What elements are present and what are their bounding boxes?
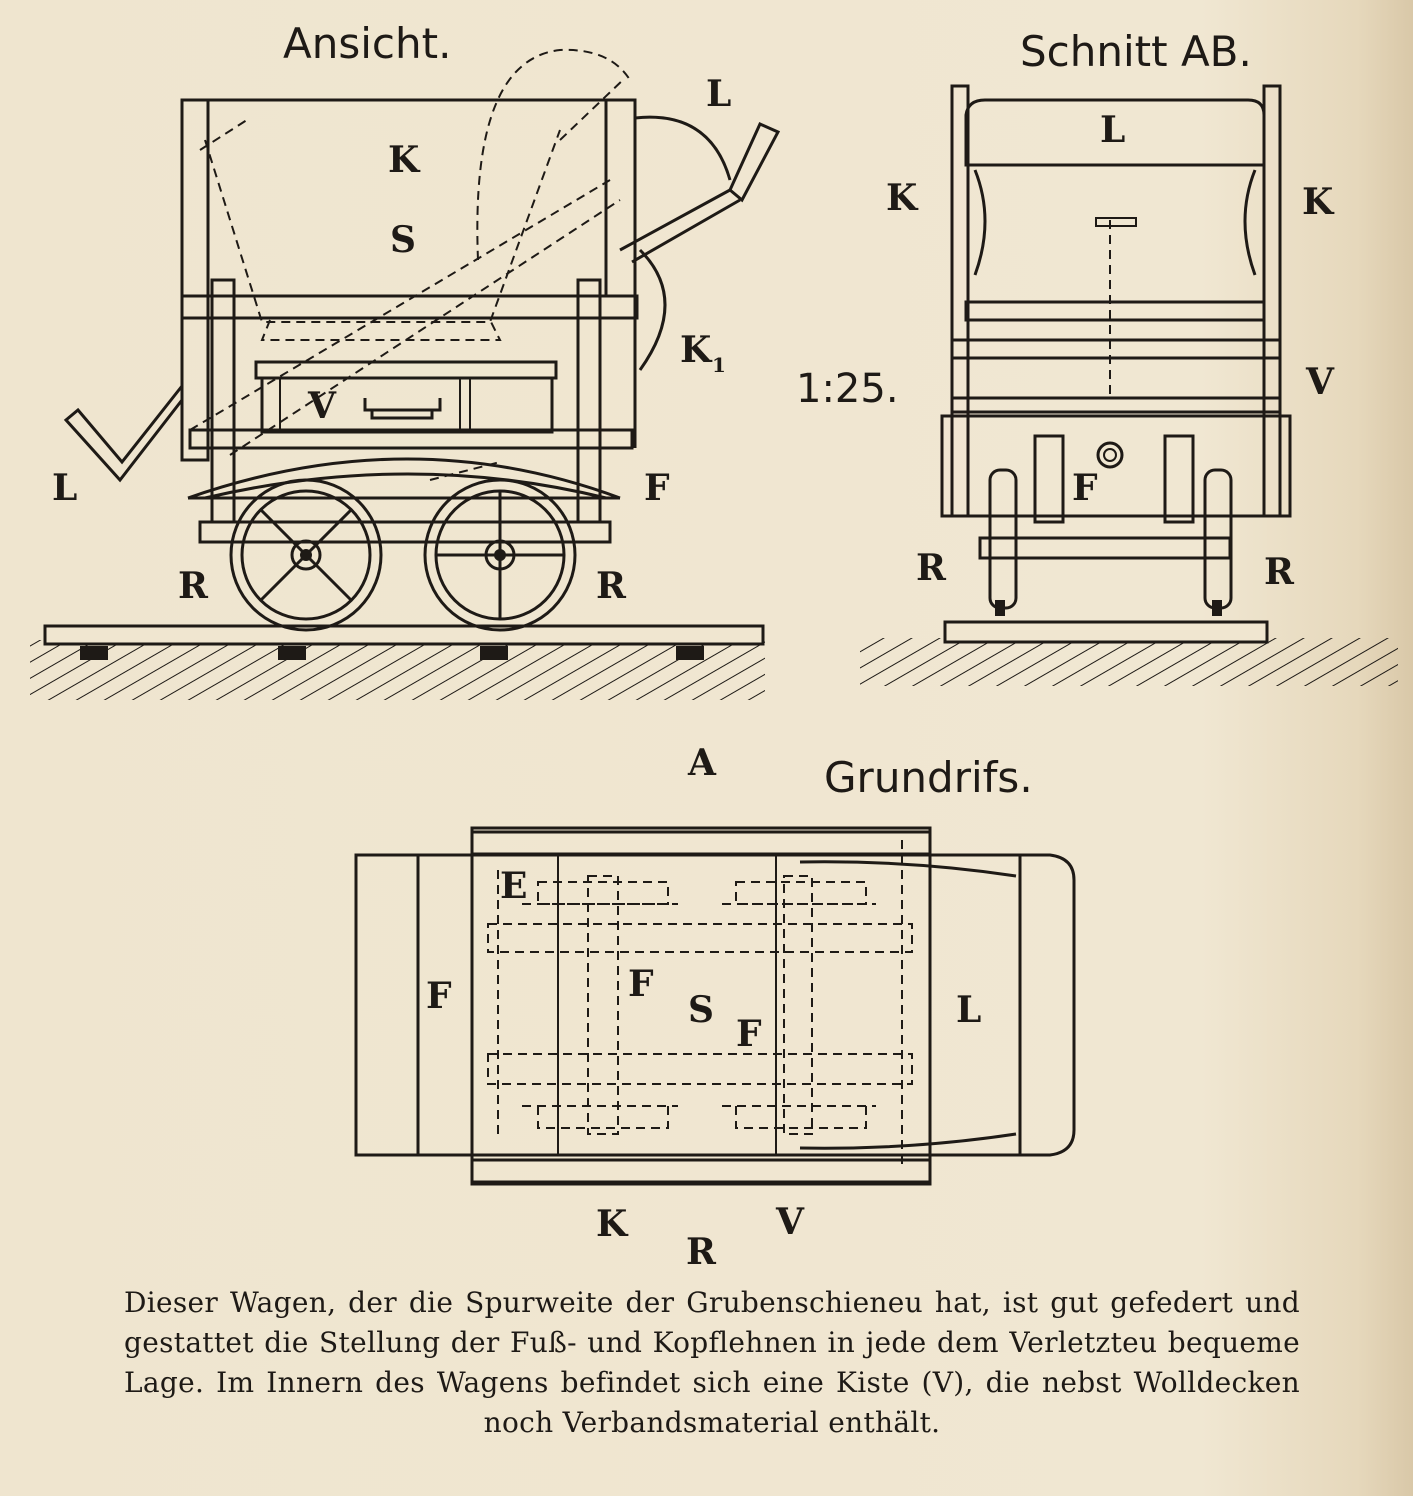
chassis-frame	[198, 520, 612, 544]
section-side-curtains	[973, 169, 1257, 276]
side-label-S: S	[390, 219, 416, 261]
side-view-title: Ansicht.	[283, 19, 451, 68]
head-rest	[728, 122, 781, 203]
plan-view-title: Grundrifs.	[824, 753, 1033, 802]
plan-label-L: L	[956, 989, 981, 1031]
plan-view: A Grundrifs. E F F S F L K R V	[354, 742, 1076, 1273]
section-label-R-left: R	[916, 547, 947, 589]
foot-rest	[63, 385, 184, 483]
side-label-V: V	[307, 385, 337, 427]
head-rest-arm	[619, 188, 741, 264]
sleepers	[80, 646, 704, 660]
dashed-inner-frame	[204, 129, 561, 323]
side-label-F: F	[644, 467, 670, 509]
plan-label-F-mid2: F	[736, 1013, 762, 1055]
side-post-right	[576, 278, 602, 524]
section-head-rest	[964, 98, 1266, 167]
section-label-K-right: K	[1302, 181, 1335, 223]
plan-frame	[470, 826, 932, 1186]
wheel-right	[423, 478, 577, 632]
section-ground-hatching	[860, 638, 1398, 686]
plan-label-F-mid1: F	[628, 963, 654, 1005]
section-label-K-left: K	[886, 177, 919, 219]
section-view: Schnitt AB. L K K V F R R	[860, 27, 1398, 686]
section-label-F: F	[1072, 467, 1098, 509]
section-view-title: Schnitt AB.	[1020, 27, 1252, 76]
plan-label-S: S	[688, 989, 714, 1031]
leaf-spring-lower	[204, 472, 607, 500]
plan-label-F-left: F	[426, 975, 452, 1017]
side-post-left	[210, 278, 236, 524]
plan-axle-rear	[487, 1053, 913, 1085]
plan-stretcher	[354, 853, 1076, 1157]
head-rest-quadrant	[638, 248, 667, 371]
head-rest-strap	[634, 115, 732, 181]
plan-label-A: A	[687, 742, 717, 784]
medical-box	[260, 376, 554, 434]
section-label-R-right: R	[1264, 551, 1295, 593]
section-label-L: L	[1100, 109, 1125, 151]
section-post-right	[1262, 84, 1282, 518]
lower-rail	[188, 428, 634, 450]
section-rail-base	[943, 620, 1269, 644]
rail	[43, 624, 765, 646]
side-label-K1: K	[680, 329, 713, 371]
section-label-V: V	[1305, 361, 1335, 403]
plan-head-rest-rails	[799, 860, 1017, 1150]
side-label-L-left: L	[52, 467, 77, 509]
leaf-spring	[187, 457, 621, 500]
side-label-K: K	[388, 139, 421, 181]
side-label-L-top: L	[706, 73, 731, 115]
plan-axle-front	[487, 923, 913, 953]
plan-label-E: E	[500, 865, 527, 907]
figure-caption: Dieser Wagen, der die Spurweite der Grub…	[124, 1286, 1300, 1439]
end-post-left	[180, 98, 210, 462]
plan-label-R: R	[686, 1231, 717, 1273]
plan-label-K: K	[596, 1203, 629, 1245]
side-label-R-left: R	[178, 565, 209, 607]
box-handle	[363, 398, 442, 420]
plan-label-V: V	[775, 1201, 805, 1243]
scale-label: 1:25.	[796, 366, 899, 412]
section-body-lower	[940, 414, 1292, 518]
canopy-outline	[208, 98, 637, 448]
wheel-left	[229, 478, 383, 632]
side-label-R-right: R	[596, 565, 627, 607]
side-view: Ansicht.	[30, 19, 781, 700]
side-label-K1-subscript: 1	[712, 353, 726, 377]
ground-hatching	[30, 640, 765, 700]
